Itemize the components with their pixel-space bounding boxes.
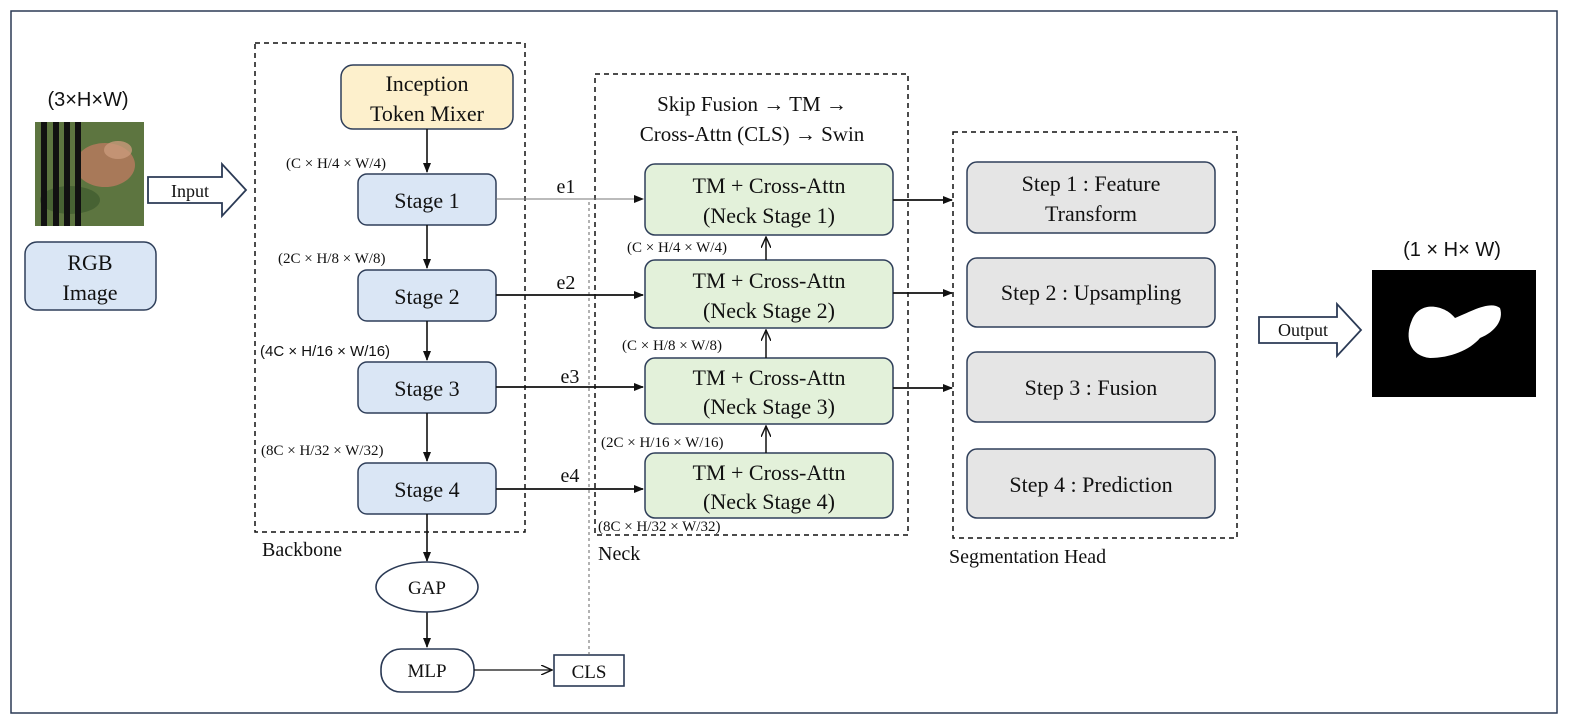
- input-dims: (3×H×W): [47, 89, 128, 111]
- neck-stage-1-line1: TM + Cross-Attn: [693, 173, 846, 198]
- rgb-image-label-line2: Image: [63, 280, 118, 305]
- output-arrow-label: Output: [1278, 320, 1328, 340]
- gap-node: [375, 561, 479, 613]
- skip-e4-label: e4: [561, 465, 580, 487]
- head-step-2-box: [966, 257, 1216, 328]
- stage-3-label: Stage 3: [394, 376, 459, 401]
- neck-stage-4-box: [644, 452, 894, 519]
- neck-dim-2: (C × H/8 × W/8): [622, 338, 722, 354]
- neck-stage-4-line2: (Neck Stage 4): [703, 489, 835, 514]
- neck-dim-3: (2C × H/16 × W/16): [601, 435, 723, 451]
- head-step-2-label: Step 2 : Upsampling: [1001, 280, 1181, 305]
- neck-title-line2: Cross-Attn (CLS) → Swin: [640, 122, 865, 146]
- stage-4-label: Stage 4: [394, 477, 459, 502]
- head-step-1-box: [966, 161, 1216, 234]
- mlp-label: MLP: [407, 661, 446, 682]
- neck-boundary: [594, 73, 909, 536]
- neck-stage-1-line2: (Neck Stage 1): [703, 203, 835, 228]
- neck-stage-2-box: [644, 259, 894, 329]
- skip-e3-label: e3: [561, 366, 580, 388]
- neck-stage-3-line2: (Neck Stage 3): [703, 394, 835, 419]
- head-step-1-line1: Step 1 : Feature: [1022, 171, 1161, 196]
- neck-title-line1: Skip Fusion → TM →: [657, 92, 847, 116]
- backbone-dim-4: (8C × H/32 × W/32): [261, 443, 383, 459]
- neck-stage-4-line1: TM + Cross-Attn: [693, 460, 846, 485]
- backbone-dim-1: (C × H/4 × W/4): [286, 156, 386, 172]
- stage-1-label: Stage 1: [394, 188, 459, 213]
- neck-stage-3-box: [644, 357, 894, 425]
- backbone-dim-2: (2C × H/8 × W/8): [278, 251, 385, 267]
- neck-stage-2-line1: TM + Cross-Attn: [693, 268, 846, 293]
- skip-e2-label: e2: [557, 272, 576, 294]
- rgb-image-label-line1: RGB: [67, 250, 112, 275]
- input-image-thumbnail: [35, 122, 144, 226]
- neck-stage-2-line2: (Neck Stage 2): [703, 298, 835, 323]
- backbone-dim-3: (4C × H/16 × W/16): [260, 343, 390, 360]
- stage-2-label: Stage 2: [394, 284, 459, 309]
- inception-token-mixer-line1: Inception: [385, 71, 468, 96]
- outer-frame: [10, 10, 1558, 714]
- head-step-1-line2: Transform: [1045, 201, 1137, 226]
- backbone-boundary: [254, 42, 526, 533]
- input-arrow-label: Input: [171, 181, 209, 201]
- neck-label: Neck: [598, 543, 640, 565]
- output-mask-image: [1372, 270, 1536, 397]
- head-step-3-box: [966, 351, 1216, 423]
- neck-dim-4: (8C × H/32 × W/32): [598, 519, 720, 535]
- output-dims: (1 × H× W): [1403, 239, 1501, 261]
- input-arrow: [147, 161, 248, 219]
- inception-token-mixer-line2: Token Mixer: [370, 101, 485, 126]
- head-step-4-label: Step 4 : Prediction: [1009, 472, 1172, 497]
- output-arrow: [1258, 301, 1363, 359]
- cls-label: CLS: [572, 662, 607, 683]
- segmentation-head-label: Segmentation Head: [949, 546, 1106, 568]
- backbone-label: Backbone: [262, 539, 342, 561]
- head-step-3-label: Step 3 : Fusion: [1025, 375, 1158, 400]
- rgb-image-box: [24, 241, 157, 311]
- segmentation-head-boundary: [952, 131, 1238, 539]
- neck-dim-1: (C × H/4 × W/4): [627, 240, 727, 256]
- neck-stage-3-line1: TM + Cross-Attn: [693, 365, 846, 390]
- skip-e1-label: e1: [557, 176, 576, 198]
- head-step-4-box: [966, 448, 1216, 519]
- gap-label: GAP: [408, 578, 446, 599]
